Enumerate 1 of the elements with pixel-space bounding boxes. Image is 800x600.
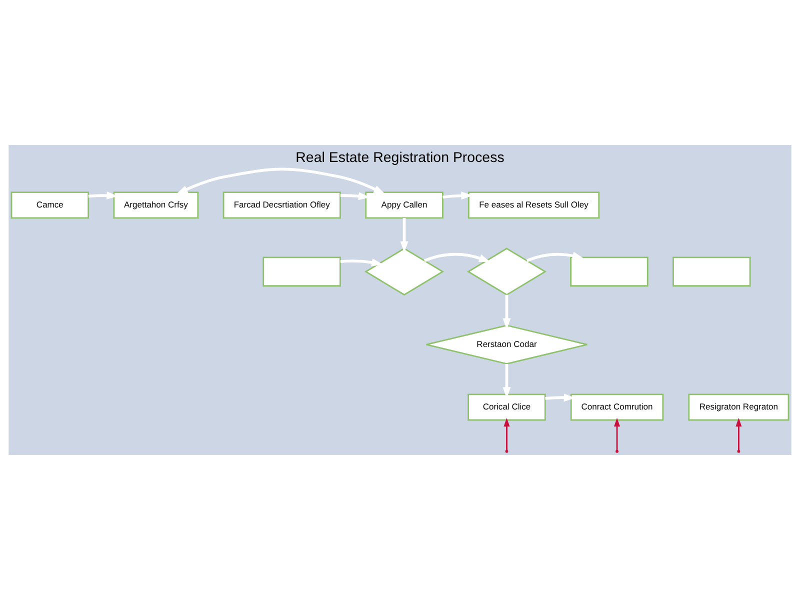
- diagram-title: Real Estate Registration Process: [296, 150, 504, 166]
